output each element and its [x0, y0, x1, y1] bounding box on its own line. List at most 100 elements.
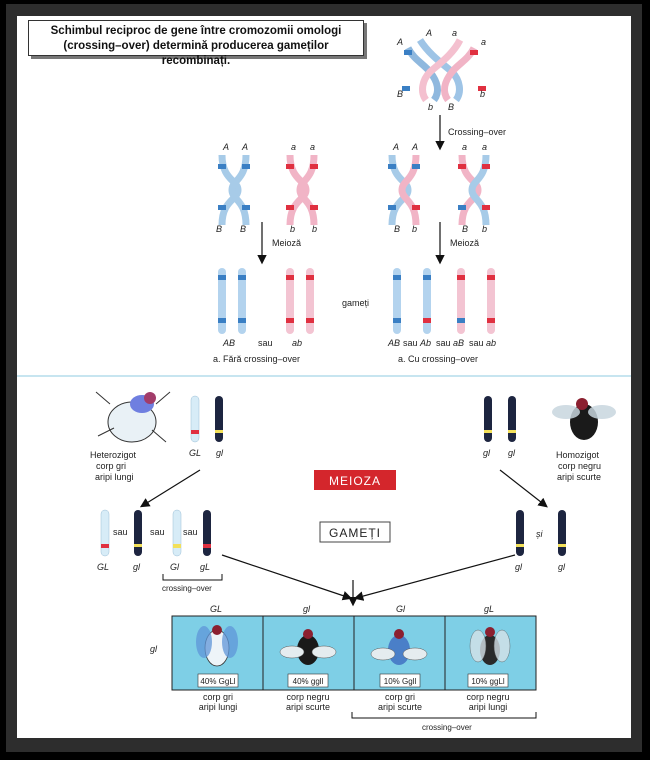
allele-label: A	[396, 37, 403, 47]
gamete-label: AB	[387, 338, 400, 348]
allele-label: A	[241, 142, 248, 152]
crossover-pair: A A a a B b b B	[396, 28, 486, 112]
chromosome	[190, 395, 200, 443]
parent-label: aripi lungi	[95, 472, 134, 482]
arrow	[221, 554, 353, 601]
sau-label: sau	[150, 527, 165, 537]
fly-icon	[370, 629, 428, 665]
gene-label: gl	[515, 562, 523, 572]
gene-label: gl	[558, 562, 566, 572]
allele-label: b	[482, 224, 487, 234]
phenotype-label: aripi scurte	[286, 702, 330, 712]
allele-label: A	[392, 142, 399, 152]
caption-with-crossover: a. Cu crossing–over	[398, 354, 478, 364]
allele-label: a	[481, 37, 486, 47]
gameti-label: gameți	[342, 298, 369, 308]
allele-label: b	[290, 224, 295, 234]
allele-label: b	[312, 224, 317, 234]
caption-box: Schimbul reciproc de gene între cromozom…	[28, 20, 364, 67]
gamete-label: AB	[222, 338, 235, 348]
column-header: gL	[484, 604, 494, 614]
meioza-banner-text: MEIOZA	[329, 474, 381, 488]
gene-label: gl	[483, 448, 491, 458]
gene-label: GL	[97, 562, 109, 572]
allele-label: a	[310, 142, 315, 152]
meioza-label: Meioză	[272, 238, 301, 248]
allele-label: a	[291, 142, 296, 152]
parent-label: Homozigot	[556, 450, 600, 460]
parent-label: aripi scurte	[557, 472, 601, 482]
gametes-left	[100, 509, 211, 557]
chromosome	[516, 510, 524, 556]
gamete-label: ab	[486, 338, 496, 348]
column-header: GL	[210, 604, 222, 614]
allele-label: A	[222, 142, 229, 152]
genotype-label: 10% ggLl	[471, 677, 505, 686]
row-header: gl	[150, 644, 158, 654]
sau-label: sau	[183, 527, 198, 537]
arrow	[353, 554, 516, 601]
column-header: gl	[303, 604, 311, 614]
allele-label: B	[448, 102, 454, 112]
parent-label: corp gri	[96, 461, 126, 471]
allele-label: B	[394, 224, 400, 234]
allele-label: b	[480, 89, 485, 99]
fly-icon	[279, 629, 337, 665]
gamete-label: Ab	[419, 338, 431, 348]
gamete-label: ab	[292, 338, 302, 348]
meioza-label: Meioză	[450, 238, 479, 248]
phenotype-label: corp gri	[203, 692, 233, 702]
allele-label: a	[462, 142, 467, 152]
allele-label: A	[411, 142, 418, 152]
fly-icon	[196, 625, 238, 667]
crossing-over-label: crossing–over	[422, 723, 472, 732]
allele-label: B	[462, 224, 468, 234]
arrow	[499, 469, 548, 508]
gamete-label: sau	[403, 338, 418, 348]
chromosome-pair-left: A A a a B B b b	[216, 142, 318, 234]
bracket	[351, 712, 537, 719]
gene-label: gL	[200, 562, 210, 572]
gene-label: Gl	[170, 562, 180, 572]
allele-label: a	[482, 142, 487, 152]
chromosome	[558, 510, 566, 556]
sau-label: sau	[113, 527, 128, 537]
phenotype-label: corp gri	[385, 692, 415, 702]
meioza-banner	[314, 470, 396, 490]
chromosome	[484, 396, 492, 442]
gene-label: GL	[189, 448, 201, 458]
crossing-over-label: Crossing–over	[448, 127, 506, 137]
gamete-label: sau	[469, 338, 484, 348]
allele-label: A	[425, 28, 432, 38]
gene-label: gl	[216, 448, 224, 458]
gametes-no-crossover	[218, 268, 314, 334]
phenotype-label: aripi scurte	[378, 702, 422, 712]
chromosome	[508, 396, 516, 442]
allele-label: a	[452, 28, 457, 38]
gamete-label: sau	[258, 338, 273, 348]
parent-label: corp negru	[558, 461, 601, 471]
phenotype-label: corp negru	[466, 692, 509, 702]
gameti-banner	[319, 521, 391, 543]
allele-label: b	[412, 224, 417, 234]
allele-label: b	[428, 102, 433, 112]
genotype-label: 40% GgLl	[200, 677, 235, 686]
caption-no-crossover: a. Fără crossing–over	[213, 354, 300, 364]
phenotype-label: aripi lungi	[199, 702, 238, 712]
allele-label: B	[397, 89, 403, 99]
genotype-label: 10% Ggll	[384, 677, 417, 686]
gene-label: gl	[508, 448, 516, 458]
fly-icon	[95, 391, 171, 443]
bracket	[162, 574, 223, 581]
column-header: Gl	[396, 604, 406, 614]
gameti-banner-text: GAMEȚI	[329, 526, 381, 540]
arrow	[139, 469, 201, 508]
allele-label: B	[240, 224, 246, 234]
chromosome-pair-right: A A a a B b B b	[388, 142, 490, 234]
fly-icon	[552, 398, 616, 440]
phenotype-label: aripi lungi	[469, 702, 508, 712]
phenotype-label: corp negru	[286, 692, 329, 702]
fly-icon	[469, 627, 511, 665]
chromosome	[215, 396, 223, 442]
